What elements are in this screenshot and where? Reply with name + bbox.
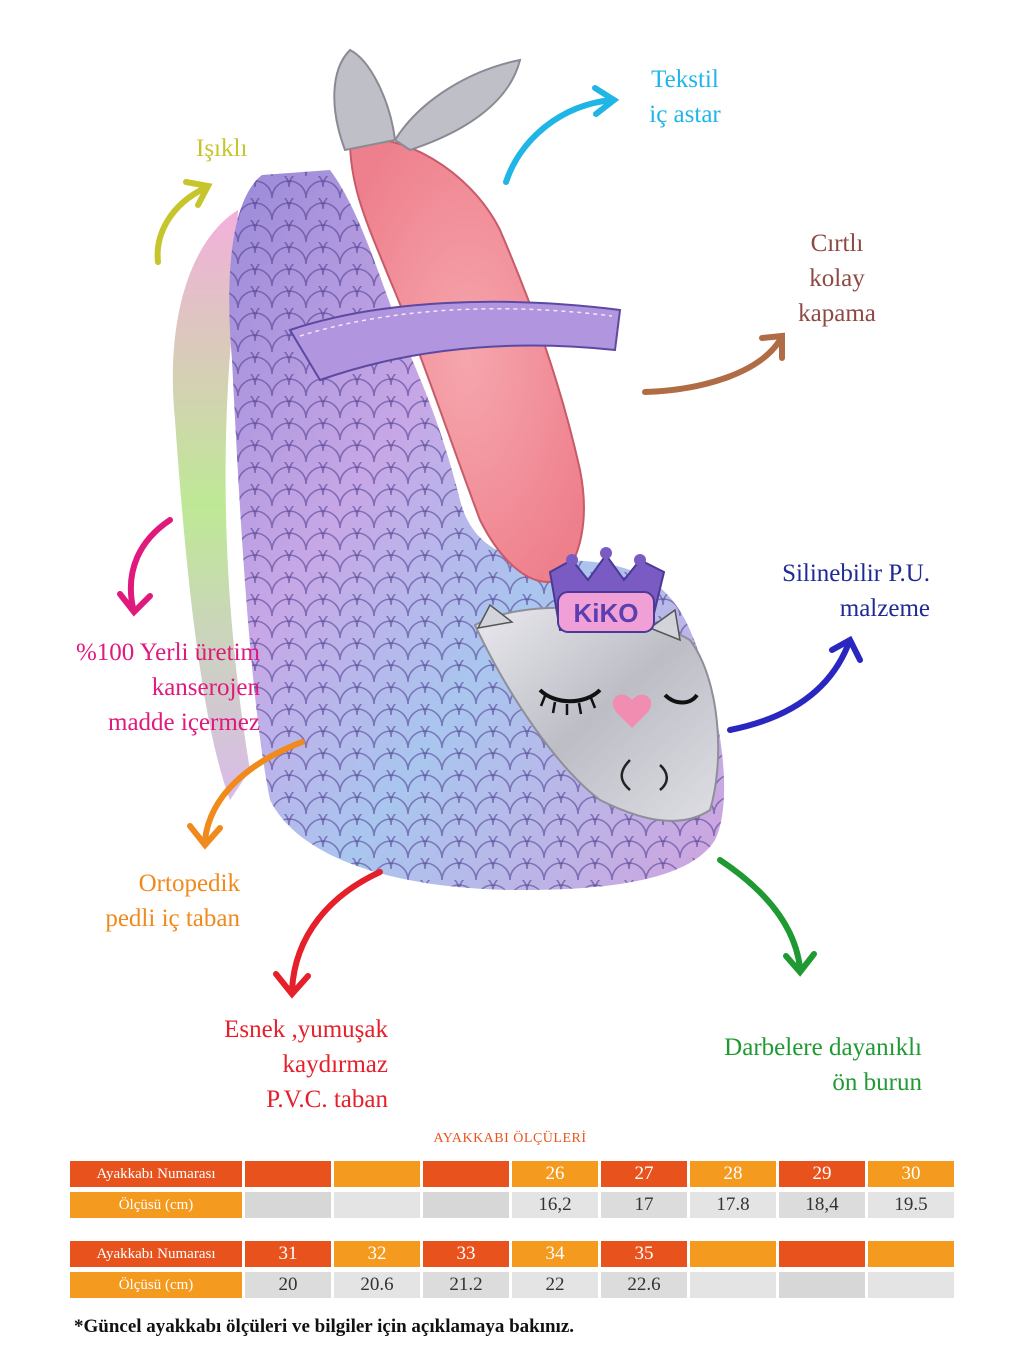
feature-yerli: %100 Yerli üretim kanserojen madde içerm… bbox=[75, 639, 260, 736]
brand-badge-text: KiKO bbox=[574, 598, 639, 628]
feature-isikli: Işıklı bbox=[196, 131, 247, 166]
shoe-illustration: KiKO bbox=[172, 48, 725, 890]
feature-ortopedik: Ortopedik pedli iç taban bbox=[105, 870, 240, 932]
heart-icon bbox=[612, 694, 652, 728]
row-label-number: Ayakkabı Numarası bbox=[70, 1161, 242, 1187]
size-number-cell: 31 bbox=[245, 1241, 331, 1267]
size-cm-cell: 17 bbox=[601, 1192, 687, 1218]
size-number-cell: 34 bbox=[512, 1241, 598, 1267]
size-number-cell bbox=[334, 1161, 420, 1187]
feature-isikli-line: Işıklı bbox=[196, 135, 248, 162]
size-number-cell: 30 bbox=[868, 1161, 954, 1187]
size-table-2: Ayakkabı Numarası 31 32 33 34 35 Ölçüsü … bbox=[70, 1241, 954, 1298]
size-cm-cell: 22 bbox=[512, 1272, 598, 1298]
size-number-cell bbox=[423, 1161, 509, 1187]
closed-eye bbox=[663, 693, 699, 705]
size-number-cell: 32 bbox=[334, 1241, 420, 1267]
arrow-ortopedik bbox=[202, 739, 305, 843]
size-number-cell bbox=[690, 1241, 776, 1267]
size-cm-cell: 16,2 bbox=[512, 1192, 598, 1218]
size-cm-cell bbox=[690, 1272, 776, 1298]
feature-cirtli: Cırtlı kolay kapama bbox=[798, 230, 876, 327]
size-cm-cell bbox=[779, 1272, 865, 1298]
size-number-cell: 27 bbox=[601, 1161, 687, 1187]
size-number-cell bbox=[868, 1241, 954, 1267]
arrow-darbelere bbox=[717, 857, 803, 971]
size-number-cell: 26 bbox=[512, 1161, 598, 1187]
size-chart-title: AYAKKABI ÖLÇÜLERİ bbox=[433, 1131, 587, 1146]
size-cm-cell: 20 bbox=[245, 1272, 331, 1298]
size-cm-cell: 17.8 bbox=[690, 1192, 776, 1218]
row-label-number: Ayakkabı Numarası bbox=[70, 1241, 242, 1267]
feature-esnek: Esnek ,yumuşak kaydırmaz P.V.C. taban bbox=[224, 1016, 388, 1113]
arrow-silinebilir bbox=[727, 642, 851, 733]
feature-darbelere: Darbelere dayanıklı ön burun bbox=[724, 1034, 922, 1096]
arrow-yerli bbox=[127, 517, 173, 611]
row-label-size: Ölçüsü (cm) bbox=[70, 1272, 242, 1298]
size-cm-cell bbox=[423, 1192, 509, 1218]
size-cm-cell: 20.6 bbox=[334, 1272, 420, 1298]
size-cm-cell: 18,4 bbox=[779, 1192, 865, 1218]
crown-badge: KiKO bbox=[548, 547, 666, 633]
size-number-cell: 35 bbox=[601, 1241, 687, 1267]
arrow-esnek bbox=[289, 869, 383, 993]
size-cm-cell bbox=[868, 1272, 954, 1298]
size-cm-cell: 21.2 bbox=[423, 1272, 509, 1298]
size-number-cell bbox=[245, 1161, 331, 1187]
feature-tekstil: Tekstil iç astar bbox=[649, 66, 721, 128]
size-cm-cell: 22.6 bbox=[601, 1272, 687, 1298]
size-cm-cell bbox=[334, 1192, 420, 1218]
velcro-strap bbox=[288, 300, 622, 382]
arrow-isikli bbox=[154, 185, 208, 265]
light-up-sole bbox=[172, 210, 250, 800]
size-cm-cell bbox=[245, 1192, 331, 1218]
size-table-1: Ayakkabı Numarası 26 27 28 29 30 Ölçüsü … bbox=[70, 1161, 954, 1218]
feature-silinebilir: Silinebilir P.U. malzeme bbox=[782, 560, 930, 622]
arrow-tekstil bbox=[503, 97, 615, 185]
size-number-cell: 33 bbox=[423, 1241, 509, 1267]
arrows-layer bbox=[117, 85, 863, 999]
size-number-cell: 29 bbox=[779, 1161, 865, 1187]
size-cm-cell: 19.5 bbox=[868, 1192, 954, 1218]
footnote: *Güncel ayakkabı ölçüleri ve bilgiler iç… bbox=[74, 1316, 575, 1337]
size-number-cell: 28 bbox=[690, 1161, 776, 1187]
heel-bow bbox=[333, 48, 522, 152]
row-label-size: Ölçüsü (cm) bbox=[70, 1192, 242, 1218]
size-number-cell bbox=[779, 1241, 865, 1267]
arrow-cirtli bbox=[642, 337, 783, 395]
closed-eye bbox=[538, 688, 602, 704]
